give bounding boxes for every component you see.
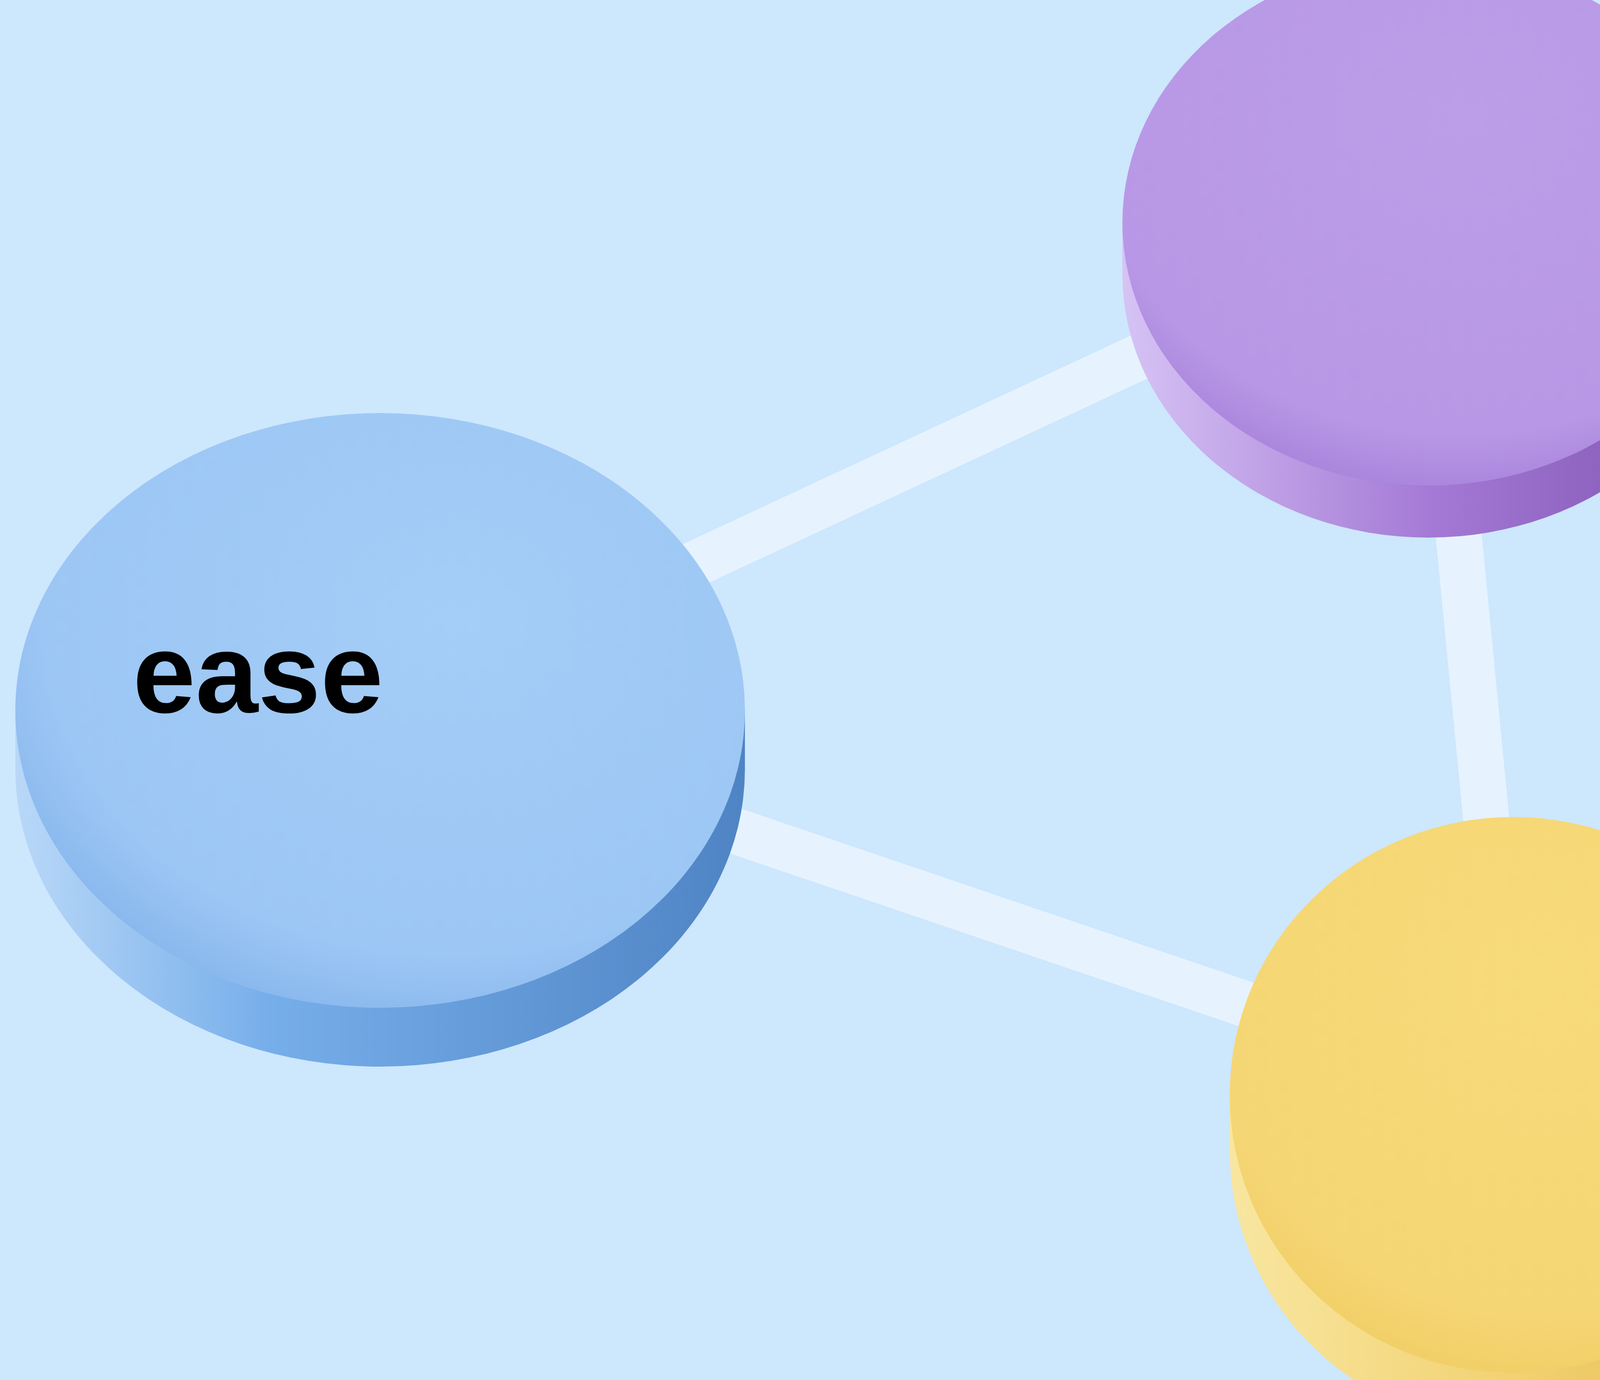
puck-shape	[1229, 816, 1600, 1380]
puck-top	[1229, 816, 1600, 1373]
tube-connector	[703, 820, 1256, 1008]
puck-top	[1122, 0, 1600, 486]
node-label: ease	[132, 611, 384, 736]
puck-top	[15, 412, 745, 1008]
puck-node: ease	[15, 412, 745, 1067]
puck-node	[1229, 816, 1600, 1380]
puck-shape	[1122, 0, 1600, 538]
puck-shape	[15, 412, 745, 1067]
puck-node	[1122, 0, 1600, 538]
tube-connector	[684, 342, 1170, 569]
